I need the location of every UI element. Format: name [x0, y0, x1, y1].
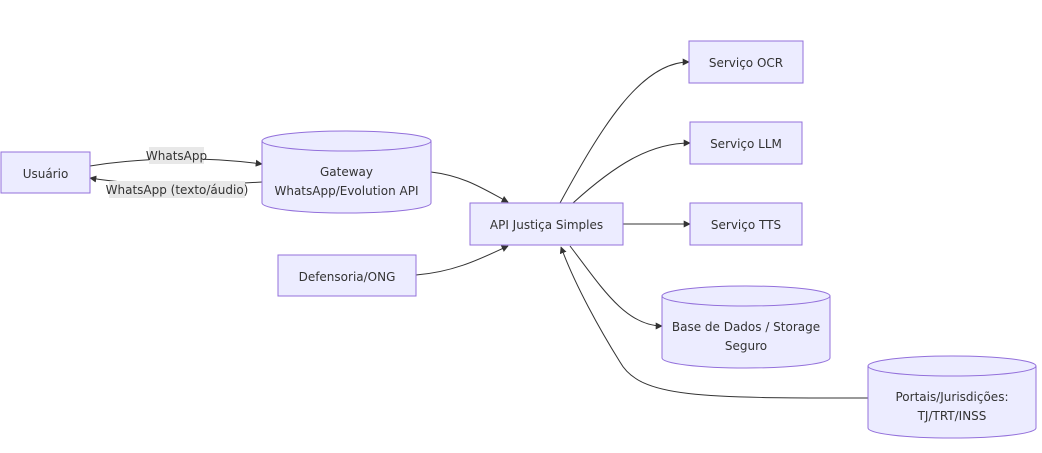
edge-portais-api [559, 246, 869, 399]
node-llm[interactable]: Serviço LLM [689, 121, 803, 165]
node-ocr[interactable]: Serviço OCR [688, 40, 804, 84]
node-db[interactable]: Base de Dados / Storage Seguro [661, 285, 831, 369]
node-portais[interactable]: Portais/Jurisdições: TJ/TRT/INSS [867, 355, 1037, 439]
edge-label-whatsapp: WhatsApp [146, 149, 207, 163]
edge-label-bg-whatsapp [149, 147, 204, 164]
edge-defensoria-api [415, 245, 509, 276]
node-ocr-label: Serviço OCR [709, 56, 783, 70]
node-tts[interactable]: Serviço TTS [689, 202, 803, 246]
edge-gateway-api [430, 171, 509, 203]
edge-label-bg-whatsapp-reply [109, 181, 245, 198]
node-gateway-label-2: WhatsApp/Evolution API [274, 184, 418, 198]
node-tts-label: Serviço TTS [711, 218, 781, 232]
node-usuario-label: Usuário [23, 167, 69, 181]
edge-labels: WhatsApp WhatsApp (texto/áudio) [106, 147, 249, 198]
node-llm-label: Serviço LLM [710, 137, 782, 151]
node-gateway-label-1: Gateway [320, 165, 373, 179]
node-db-label-2: Seguro [725, 339, 767, 353]
edge-label-whatsapp-reply: WhatsApp (texto/áudio) [106, 183, 249, 197]
node-api[interactable]: API Justiça Simples [469, 202, 624, 246]
node-portais-label-2: TJ/TRT/INSS [917, 409, 987, 423]
edge-api-db [569, 245, 663, 330]
node-db-label-1: Base de Dados / Storage [672, 320, 820, 334]
node-defensoria-label: Defensoria/ONG [299, 270, 396, 284]
node-defensoria[interactable]: Defensoria/ONG [277, 254, 417, 297]
node-usuario[interactable]: Usuário [0, 151, 91, 194]
edge-api-llm [572, 139, 691, 204]
node-portais-label-1: Portais/Jurisdições: [895, 390, 1008, 404]
node-api-label: API Justiça Simples [490, 218, 603, 232]
edge-api-ocr [559, 58, 690, 204]
node-gateway[interactable]: Gateway WhatsApp/Evolution API [261, 130, 432, 214]
